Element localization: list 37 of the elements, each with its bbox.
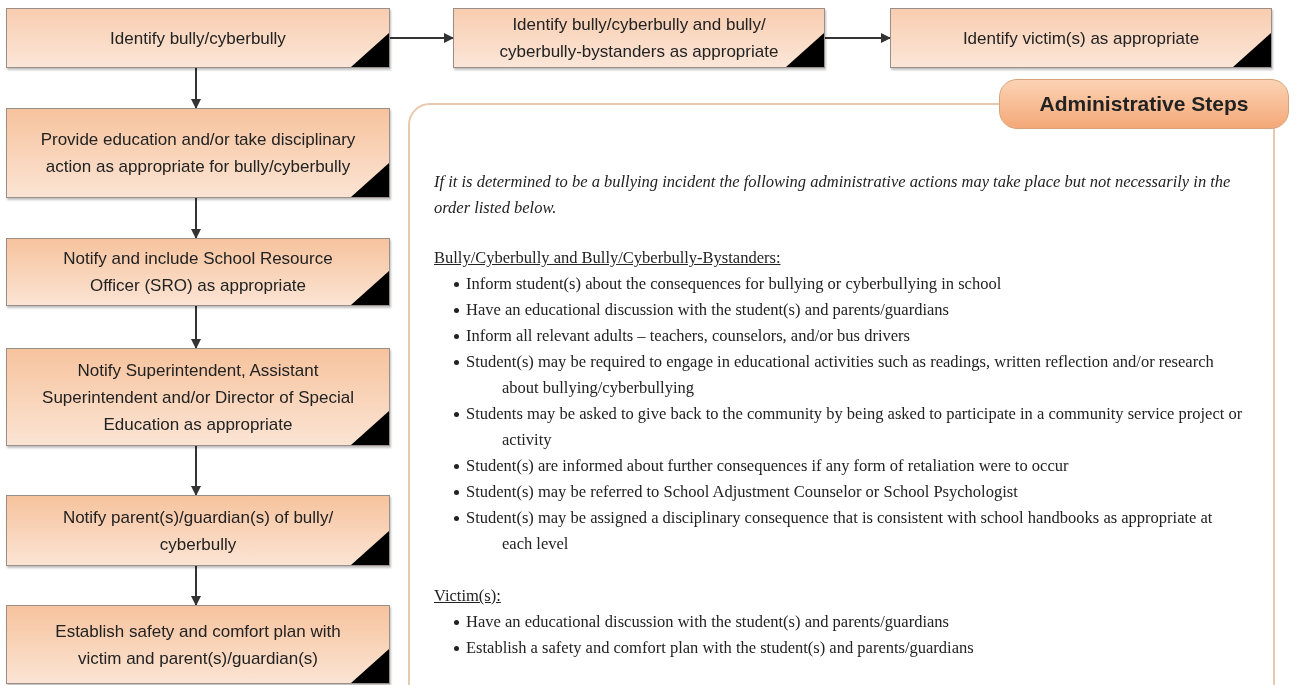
process-box [6, 238, 390, 306]
step-text: Identify victim(s) as appropriate [962, 27, 1200, 50]
step-text: Identify bully/cyberbully and bully/ cyberbully-bystanders as appropriate [498, 14, 780, 63]
arrow [824, 33, 891, 43]
bullet-text: Students may be asked to give back to the community by being asked to participate in a community service project or activity [466, 403, 1243, 451]
process-box [890, 8, 1272, 68]
bullet-text: Student(s) may be referred to School Adjustment Counselor or School Psychologist [466, 481, 1018, 503]
bullet-text: Inform student(s) about the consequences for bullying or cyberbullying in school [466, 273, 1002, 295]
section-heading: Victim(s): [434, 585, 501, 607]
bullet-text: Student(s) may be required to engage in educational activities such as readings, written reflection and/or research about bullying/cyberbullying [466, 351, 1215, 399]
process-box [453, 8, 825, 68]
intro-text: If it is determined to be a bullying incident the following administrative actions may take place but not necessarily in the order listed below. [434, 171, 1232, 219]
bullet-text: Have an educational discussion with the student(s) and parents/guardians [466, 611, 949, 633]
arrow [191, 197, 201, 239]
bullet-text: Student(s) may be assigned a disciplinary consequence that is consistent with school handbooks as appropriate at each level [466, 507, 1214, 555]
process-box [6, 108, 390, 198]
step-text: Notify parent(s)/guardian(s) of bully/ cyberbully [61, 506, 335, 556]
bullet-text: Inform all relevant adults – teachers, counselors, and/or bus drivers [466, 325, 910, 347]
arrow [191, 305, 201, 349]
arrow [191, 565, 201, 606]
panel-tab: Administrative Steps [999, 79, 1289, 129]
process-box [6, 495, 390, 566]
step-text: Notify Superintendent, Assistant Superintendent and/or Director of Special Education as appropriate [41, 359, 355, 436]
process-box [6, 8, 390, 68]
arrow [191, 67, 201, 109]
process-box [6, 348, 390, 446]
bullet-text: Have an educational discussion with the student(s) and parents/guardians [466, 299, 949, 321]
step-text: Provide education and/or take disciplinary action as appropriate for bully/cyberbully [39, 129, 357, 178]
step-text: Notify and include School Resource Officer (SRO) as appropriate [62, 248, 334, 297]
step-text: Establish safety and comfort plan with victim and parent(s)/guardian(s) [54, 620, 342, 670]
section-heading: Bully/Cyberbully and Bully/Cyberbully-Bystanders: [434, 247, 781, 269]
bullet-text: Student(s) are informed about further consequences if any form of retaliation were to occur [466, 455, 1069, 477]
process-box [6, 605, 390, 684]
bullet-text: Establish a safety and comfort plan with the student(s) and parents/guardians [466, 637, 974, 659]
arrow [191, 445, 201, 496]
step-text: Identify bully/cyberbully [110, 27, 286, 50]
arrow [389, 33, 454, 43]
